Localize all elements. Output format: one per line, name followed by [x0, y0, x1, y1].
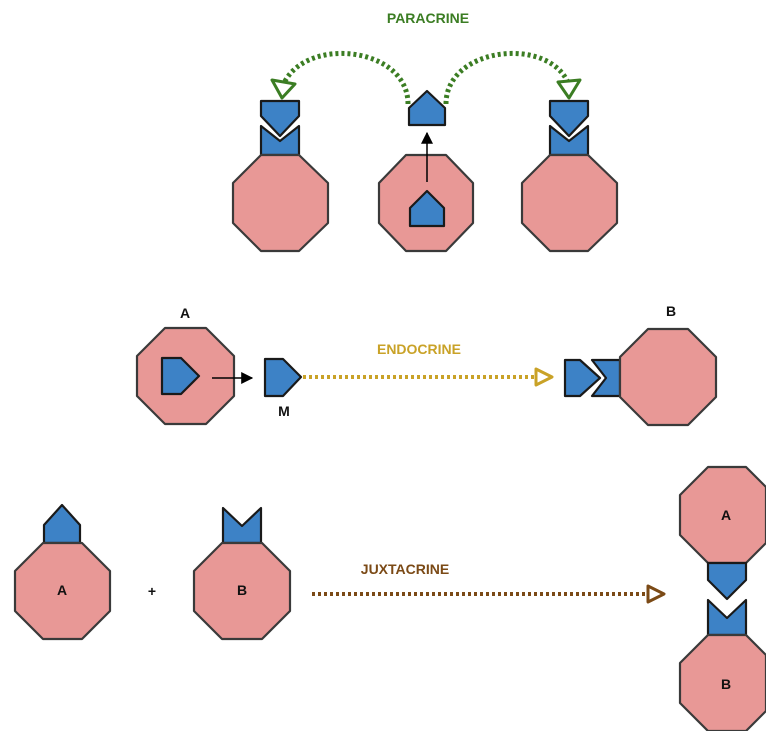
- paracrine-signal-inside: [408, 189, 446, 228]
- paracrine-section: PARACRINE: [231, 10, 619, 253]
- paracrine-signal-bound-left: [259, 99, 301, 138]
- juxtacrine-cell-a-label: A: [57, 582, 67, 598]
- juxtacrine-arrowhead: [646, 584, 666, 604]
- juxtacrine-receptor-b: [221, 506, 263, 545]
- paracrine-arc-right: [443, 51, 573, 105]
- endocrine-signal-molecule: [263, 357, 303, 398]
- paracrine-arc-left: [279, 51, 411, 105]
- juxtacrine-title: JUXTACRINE: [361, 561, 449, 577]
- endocrine-title: ENDOCRINE: [377, 341, 461, 357]
- juxtacrine-result-ligand: [706, 561, 748, 601]
- endocrine-section: A B ENDOCRINE M: [135, 303, 718, 427]
- juxtacrine-plus: +: [148, 583, 156, 599]
- juxtacrine-section: JUXTACRINE A + B A B: [13, 465, 766, 731]
- juxtacrine-cell-b: [192, 541, 292, 641]
- endocrine-cell-b-label: B: [666, 303, 676, 319]
- paracrine-arrowhead-left: [270, 78, 297, 100]
- paracrine-arrowhead-right: [556, 78, 582, 100]
- juxtacrine-cell-a: [13, 541, 112, 641]
- paracrine-signal-bound-right: [548, 99, 590, 138]
- endocrine-arrowhead: [534, 367, 554, 387]
- paracrine-title: PARACRINE: [387, 10, 469, 26]
- endocrine-signal-bound-b: [563, 358, 602, 398]
- juxtacrine-cell-b-label: B: [237, 582, 247, 598]
- endocrine-cell-b: [618, 327, 718, 427]
- endocrine-signal-inside-a: [160, 356, 201, 396]
- juxtacrine-result-cell-b: [678, 633, 766, 731]
- juxtacrine-ligand-a: [42, 503, 82, 545]
- endocrine-molecule-label: M: [278, 403, 290, 419]
- endocrine-cell-a-label: A: [180, 305, 190, 321]
- paracrine-cell-left: [231, 153, 330, 253]
- juxtacrine-result-receptor: [706, 598, 748, 637]
- paracrine-signal-released: [407, 89, 447, 127]
- paracrine-cell-right: [520, 153, 619, 253]
- juxtacrine-result-a-label: A: [721, 507, 731, 523]
- juxtacrine-result-b-label: B: [721, 676, 731, 692]
